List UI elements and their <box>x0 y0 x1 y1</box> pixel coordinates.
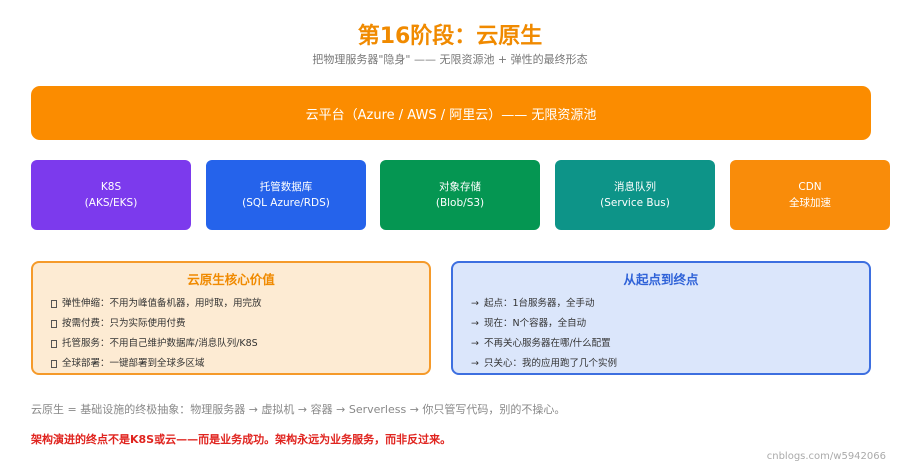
list-item-text: 不再关心服务器在哪/什么配置 <box>483 338 611 349</box>
arrow-right-icon: → <box>471 358 479 369</box>
service-detail: (SQL Azure/RDS) <box>242 197 330 209</box>
watermark: cnblogs.com/w5942066 <box>766 451 886 462</box>
list-item-text: 托管服务：不用自己维护数据库/消息队列/K8S <box>62 338 258 349</box>
checkbox-icon <box>51 340 57 348</box>
service-name: 托管数据库 <box>259 181 313 193</box>
list-item: 按需付费：只为实际使用付费 <box>51 314 429 334</box>
page-title: 第16阶段：云原生 <box>357 24 543 49</box>
checkbox-icon <box>51 320 57 328</box>
arrow-right-icon: → <box>471 298 479 309</box>
service-name: 对象存储 <box>439 181 481 193</box>
list-item-text: 只关心：我的应用跑了几个实例 <box>483 358 617 369</box>
service-detail: 全球加速 <box>789 197 831 209</box>
journey-title: 从起点到终点 <box>623 272 699 287</box>
list-item: → 不再关心服务器在哪/什么配置 <box>471 334 869 354</box>
list-item: → 只关心：我的应用跑了几个实例 <box>471 354 869 374</box>
service-name: CDN <box>798 181 822 193</box>
page-subtitle: 把物理服务器"隐身" —— 无限资源池 + 弹性的最终形态 <box>312 53 588 66</box>
list-item-text: 弹性伸缩：不用为峰值备机器，用时取，用完放 <box>62 298 262 309</box>
list-item-text: 起点：1台服务器，全手动 <box>483 298 595 309</box>
footnote: 云原生 = 基础设施的终极抽象：物理服务器 → 虚拟机 → 容器 → Serve… <box>31 403 566 416</box>
cloud-platform-bar: 云平台（Azure / AWS / 阿里云）—— 无限资源池 <box>31 86 871 140</box>
arrow-right-icon: → <box>471 318 479 329</box>
list-item: 全球部署：一键部署到全球多区域 <box>51 354 429 374</box>
list-item: 弹性伸缩：不用为峰值备机器，用时取，用完放 <box>51 294 429 314</box>
checkbox-icon <box>51 300 57 308</box>
list-item: → 现在：N个容器，全自动 <box>471 314 869 334</box>
service-object-storage: 对象存储 (Blob/S3) <box>380 160 540 230</box>
cloud-platform-label: 云平台（Azure / AWS / 阿里云）—— 无限资源池 <box>305 107 597 123</box>
service-message-queue: 消息队列 (Service Bus) <box>555 160 715 230</box>
service-name: K8S <box>100 181 122 193</box>
core-value-panel: 云原生核心价值 弹性伸缩：不用为峰值备机器，用时取，用完放 按需付费：只为实际使… <box>31 261 431 375</box>
service-row: K8S (AKS/EKS) 托管数据库 (SQL Azure/RDS) 对象存储… <box>31 160 891 230</box>
service-managed-db: 托管数据库 (SQL Azure/RDS) <box>206 160 366 230</box>
list-item-text: 全球部署：一键部署到全球多区域 <box>62 358 205 369</box>
list-item: → 起点：1台服务器，全手动 <box>471 294 869 314</box>
list-item-text: 按需付费：只为实际使用付费 <box>62 318 186 329</box>
list-item-text: 现在：N个容器，全自动 <box>483 318 587 329</box>
core-value-list: 弹性伸缩：不用为峰值备机器，用时取，用完放 按需付费：只为实际使用付费 托管服务… <box>51 294 429 374</box>
core-value-title: 云原生核心价值 <box>187 272 275 287</box>
service-detail: (Service Bus) <box>600 197 670 209</box>
journey-panel: 从起点到终点 → 起点：1台服务器，全手动 → 现在：N个容器，全自动 → 不再关心服… <box>451 261 871 375</box>
list-item: 托管服务：不用自己维护数据库/消息队列/K8S <box>51 334 429 354</box>
checkbox-icon <box>51 360 57 368</box>
journey-list: → 起点：1台服务器，全手动 → 现在：N个容器，全自动 → 不再关心服务器在哪/什么… <box>471 294 869 374</box>
conclusion: 架构演进的终点不是K8S或云——而是业务成功。架构永远为业务服务，而非反过来。 <box>31 433 452 446</box>
service-detail: (Blob/S3) <box>435 197 485 209</box>
service-detail: (AKS/EKS) <box>84 197 138 209</box>
arrow-right-icon: → <box>471 338 479 349</box>
service-name: 消息队列 <box>614 181 656 193</box>
service-k8s: K8S (AKS/EKS) <box>31 160 191 230</box>
service-cdn: CDN 全球加速 <box>730 160 890 230</box>
